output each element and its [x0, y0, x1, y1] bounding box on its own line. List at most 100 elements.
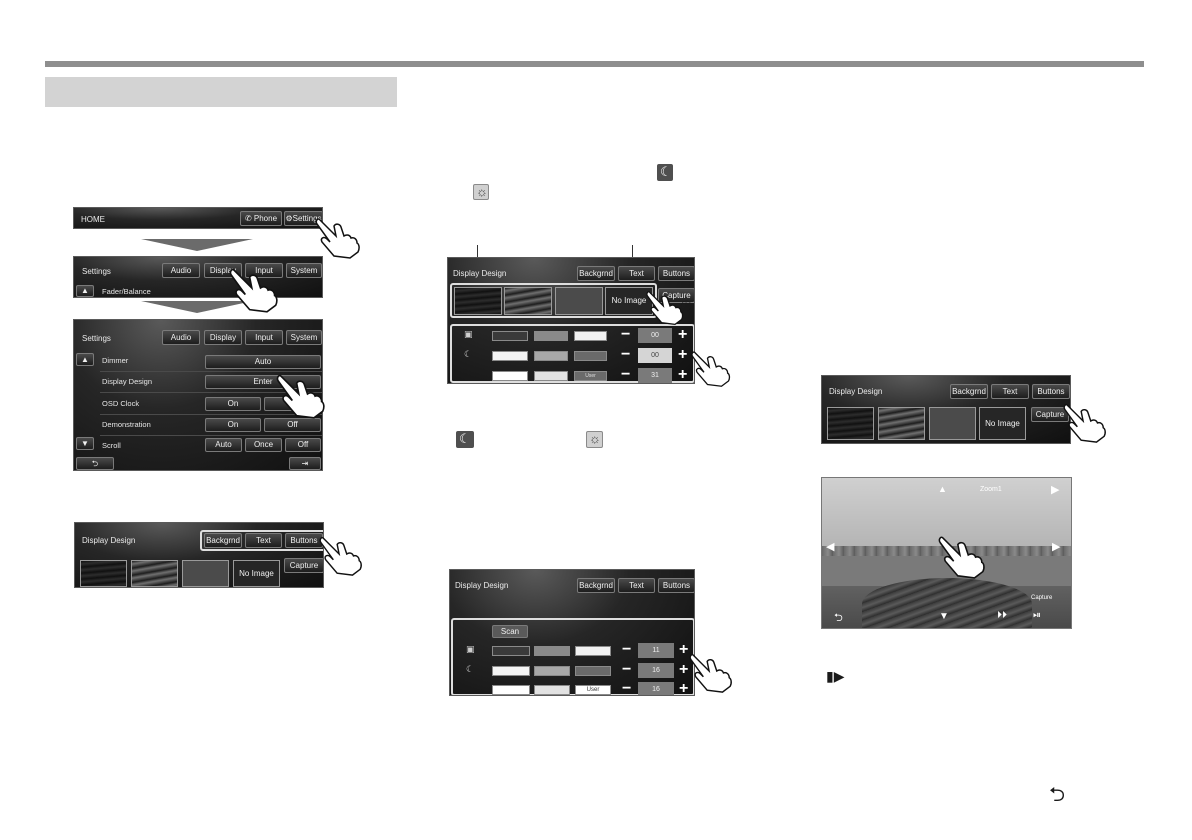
color-swatch[interactable] — [492, 685, 530, 695]
color-swatch[interactable] — [574, 331, 607, 341]
demonstration-off-button[interactable]: Off — [264, 418, 321, 432]
tab-system[interactable]: System — [286, 263, 322, 278]
color-swatch[interactable] — [534, 331, 568, 341]
exit-button[interactable]: ⇥ — [289, 457, 321, 470]
tab-buttons[interactable]: Buttons — [658, 578, 694, 593]
return-arrow-icon[interactable]: ⮌ — [834, 612, 843, 624]
scan-button[interactable]: Scan — [492, 625, 528, 638]
tab-backgrnd[interactable]: Backgrnd — [950, 384, 988, 399]
display-design-screen: Display Design Backgrnd Text Buttons No … — [74, 522, 324, 588]
display-design-title: Display Design — [82, 536, 136, 545]
frame-advance-icon[interactable]: ⏵⏵ — [997, 610, 1007, 621]
display-design-enter-button[interactable]: Enter — [205, 375, 321, 389]
phone-button[interactable]: ✆ Phone — [240, 211, 282, 226]
background-thumbnail-1[interactable] — [454, 287, 502, 315]
scroll-off-button[interactable]: Off — [285, 438, 321, 452]
capture-button[interactable]: Capture — [284, 558, 323, 573]
color-swatch[interactable] — [575, 646, 611, 656]
tab-text[interactable]: Text — [618, 578, 655, 593]
minus-button[interactable]: − — [622, 641, 632, 658]
minus-button[interactable]: − — [622, 680, 632, 696]
dimmer-auto-button[interactable]: Auto — [205, 355, 321, 369]
color-swatch[interactable] — [492, 666, 530, 676]
plus-button[interactable]: + — [679, 680, 689, 696]
color-swatch[interactable] — [492, 646, 530, 656]
back-button[interactable]: ⮌ — [76, 457, 114, 470]
settings-button[interactable]: ⚙Settings — [284, 211, 322, 226]
user-color-swatch[interactable]: User — [574, 371, 607, 381]
tab-buttons[interactable]: Buttons — [658, 266, 694, 281]
play-pause-icon[interactable]: ⏯ — [1033, 610, 1041, 621]
no-image-thumbnail[interactable]: No Image — [233, 560, 280, 587]
tab-text[interactable]: Text — [245, 533, 282, 548]
tab-buttons[interactable]: Buttons — [1032, 384, 1070, 399]
scroll-up-button[interactable]: ▲ — [76, 353, 94, 366]
tab-system[interactable]: System — [286, 330, 322, 345]
return-arrow-icon: ⮌ — [91, 459, 99, 468]
tab-backgrnd[interactable]: Backgrnd — [204, 533, 242, 548]
background-thumbnail-2[interactable] — [504, 287, 552, 315]
scroll-down-button[interactable]: ▼ — [76, 437, 94, 450]
color-swatch[interactable] — [574, 351, 607, 361]
capture-label[interactable]: Capture — [1031, 595, 1053, 601]
tab-text[interactable]: Text — [991, 384, 1029, 399]
tab-backgrnd[interactable]: Backgrnd — [577, 266, 615, 281]
sky — [822, 478, 1071, 550]
minus-button[interactable]: − — [621, 326, 631, 343]
background-thumbnail-3[interactable] — [182, 560, 229, 587]
tab-audio[interactable]: Audio — [162, 263, 200, 278]
minus-button[interactable]: − — [621, 346, 631, 363]
background-thumbnail-1[interactable] — [827, 407, 874, 440]
osd-clock-on-button[interactable]: On — [205, 397, 261, 411]
settings-title: Settings — [82, 267, 111, 276]
triangle-down-icon[interactable]: ▼ — [939, 611, 949, 622]
scroll-auto-button[interactable]: Auto — [205, 438, 242, 452]
pan-left-arrow-icon[interactable]: ◀ — [826, 541, 835, 553]
plus-button[interactable]: + — [679, 661, 689, 678]
pan-right-arrow-icon[interactable]: ▶ — [1052, 541, 1061, 553]
background-thumbnail-2[interactable] — [878, 407, 925, 440]
no-image-thumbnail[interactable]: No Image — [979, 407, 1026, 440]
color-swatch[interactable] — [492, 351, 528, 361]
background-thumbnail-1[interactable] — [80, 560, 127, 587]
color-swatch[interactable] — [534, 685, 570, 695]
tab-text[interactable]: Text — [618, 266, 655, 281]
color-value: 00 — [638, 348, 672, 363]
tab-backgrnd[interactable]: Backgrnd — [577, 578, 615, 593]
minus-button[interactable]: − — [622, 661, 632, 678]
background-thumbnail-3[interactable] — [555, 287, 603, 315]
zoom-up-arrow-icon[interactable]: ▲ — [938, 484, 947, 494]
scroll-up-button[interactable]: ▲ — [76, 285, 94, 297]
plus-button[interactable]: + — [678, 326, 688, 343]
scroll-once-button[interactable]: Once — [245, 438, 282, 452]
color-swatch[interactable] — [534, 646, 570, 656]
capture-button[interactable]: Capture — [1031, 407, 1069, 422]
color-swatch[interactable] — [575, 666, 611, 676]
plus-button[interactable]: + — [679, 641, 689, 658]
color-swatch[interactable] — [534, 371, 568, 381]
demonstration-on-button[interactable]: On — [205, 418, 261, 432]
color-swatch[interactable] — [492, 331, 528, 341]
pointing-hand-icon — [938, 536, 985, 579]
tab-audio[interactable]: Audio — [162, 330, 200, 345]
triangle-down-icon: ▼ — [81, 439, 89, 448]
tab-display[interactable]: Display — [204, 330, 242, 345]
color-swatch[interactable] — [492, 371, 528, 381]
plus-button[interactable]: + — [678, 366, 688, 383]
frame-advance-icon: ▮▶ — [826, 668, 845, 684]
tab-input[interactable]: Input — [245, 330, 283, 345]
background-thumbnail-2[interactable] — [131, 560, 178, 587]
color-swatch[interactable] — [534, 666, 570, 676]
zoom-next-arrow-icon[interactable]: ▶ — [1051, 484, 1060, 496]
row-divider — [100, 371, 322, 372]
plus-button[interactable]: + — [678, 346, 688, 363]
background-thumbnail-3[interactable] — [929, 407, 976, 440]
color-swatch[interactable] — [534, 351, 568, 361]
home-title: HOME — [81, 215, 105, 224]
no-image-thumbnail[interactable]: No Image — [605, 287, 653, 315]
minus-button[interactable]: − — [621, 366, 631, 383]
user-color-swatch[interactable]: User — [575, 685, 611, 695]
triangle-up-icon: ▲ — [81, 286, 89, 295]
color-value: 16 — [638, 663, 674, 678]
tab-input[interactable]: Input — [245, 263, 283, 278]
